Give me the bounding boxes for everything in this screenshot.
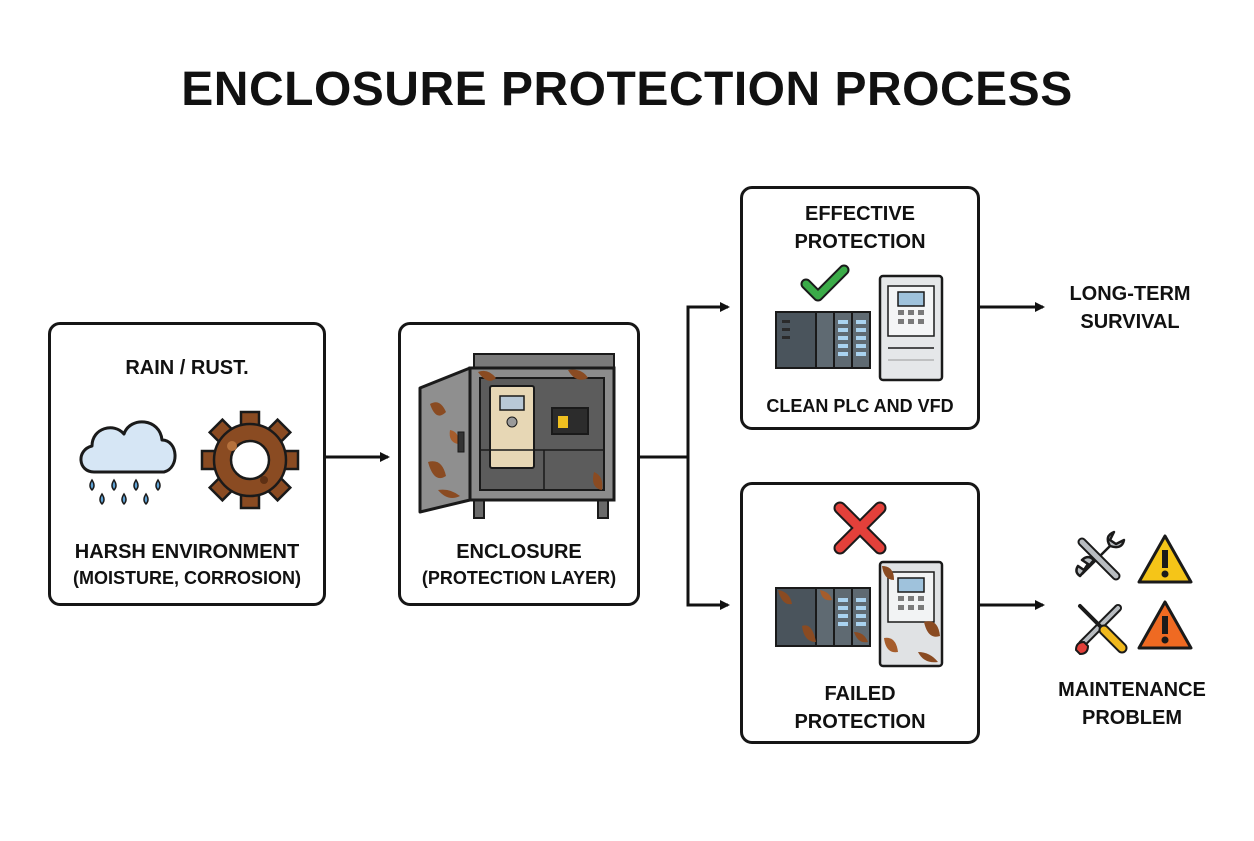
diagram-title: ENCLOSURE PROTECTION PROCESS xyxy=(181,63,1073,116)
survival-line2: SURVIVAL xyxy=(1080,311,1180,333)
effective-label-line2: PROTECTION xyxy=(794,231,926,253)
survival-line1: LONG-TERM xyxy=(1069,283,1191,305)
plc-icon xyxy=(775,311,871,369)
rusty-vfd-icon xyxy=(878,560,944,668)
effective-label-line1: EFFECTIVE xyxy=(804,203,915,225)
environment-sublabel: (MOISTURE, CORROSION) xyxy=(73,568,301,588)
wrench-screwdriver-icon xyxy=(1075,530,1126,581)
tools-icon xyxy=(1074,604,1128,656)
warning-orange-icon xyxy=(1137,600,1193,650)
rusty-plc-icon xyxy=(775,587,871,647)
vfd-icon xyxy=(878,274,944,382)
check-mark-icon xyxy=(800,264,850,302)
maintenance-line1: MAINTENANCE xyxy=(1058,679,1206,701)
environment-heading: RAIN / RUST. xyxy=(125,357,249,379)
arrow-enclosure-branch xyxy=(638,302,730,459)
enclosure-label: ENCLOSURE xyxy=(456,541,582,563)
environment-label: HARSH ENVIRONMENT xyxy=(74,541,300,563)
warning-yellow-icon xyxy=(1137,534,1193,584)
failed-label-line2: PROTECTION xyxy=(794,711,926,733)
effective-caption: CLEAN PLC AND VFD xyxy=(766,396,954,416)
rusty-gear-icon xyxy=(200,410,300,510)
arrow-enclosure-branch-failed xyxy=(686,457,730,610)
enclosure-sublabel: (PROTECTION LAYER) xyxy=(421,568,617,588)
rusty-cabinet-icon xyxy=(418,353,616,519)
failed-label-line1: FAILED xyxy=(824,683,896,705)
rain-cloud-icon xyxy=(79,420,177,506)
cross-mark-icon xyxy=(833,501,887,555)
maintenance-line2: PROBLEM xyxy=(1082,707,1182,729)
